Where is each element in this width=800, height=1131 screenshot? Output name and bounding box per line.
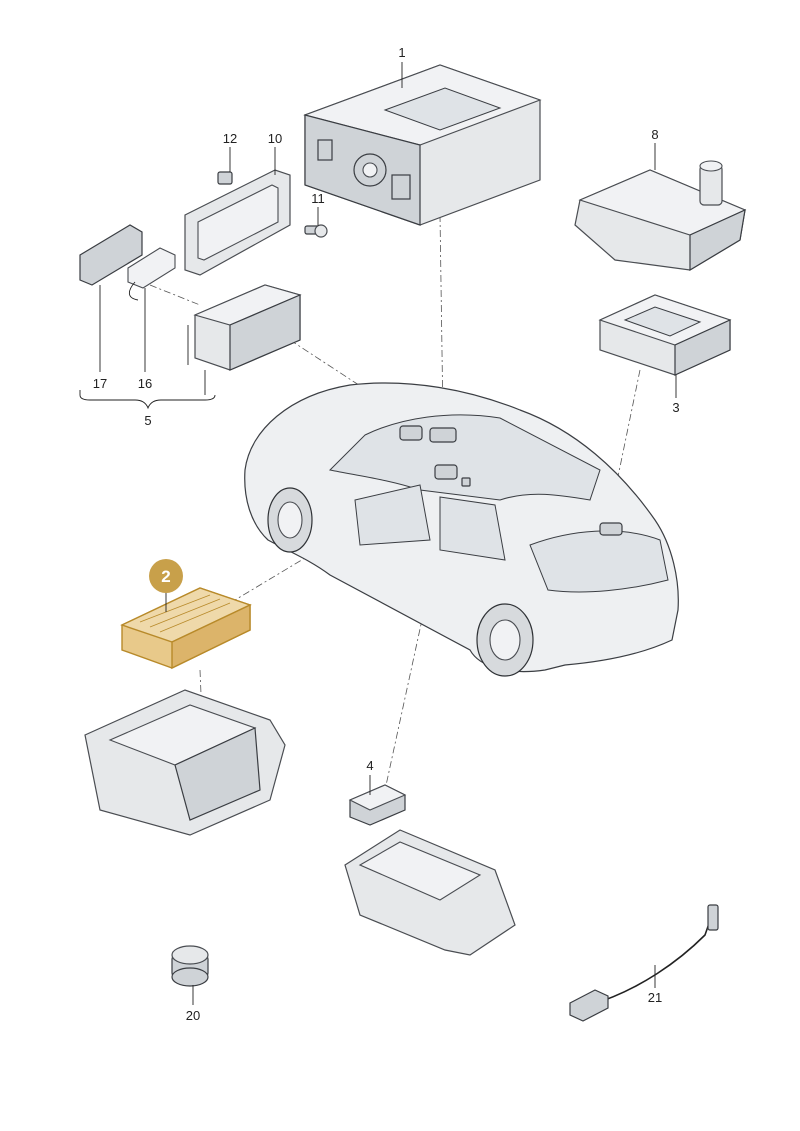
storage-tray[interactable] xyxy=(84,689,286,836)
part-8-bracket[interactable] xyxy=(574,160,747,272)
part-2-badge xyxy=(149,559,183,593)
part-8-label: 8 xyxy=(651,127,658,142)
car-body xyxy=(244,382,679,677)
part-5-box[interactable] xyxy=(187,284,302,371)
part-21-label: 21 xyxy=(648,990,662,1005)
leader-lines xyxy=(79,62,677,1005)
part-17-pad[interactable] xyxy=(79,224,143,286)
part-4-module[interactable] xyxy=(348,784,407,826)
part-1-label: 1 xyxy=(398,45,405,60)
part-5-label: 5 xyxy=(144,413,151,428)
part-16-module[interactable] xyxy=(127,247,176,301)
part-10-label: 10 xyxy=(268,131,282,146)
mount-bracket[interactable] xyxy=(344,829,516,956)
part-20-connector[interactable] xyxy=(171,945,209,987)
part-16-label: 16 xyxy=(138,376,152,391)
part-4-label: 4 xyxy=(366,758,373,773)
part-11-label: 11 xyxy=(311,191,325,206)
part-3-control-module[interactable] xyxy=(598,294,732,376)
part-3-label: 3 xyxy=(672,400,679,415)
part-21-cable[interactable] xyxy=(569,904,719,1022)
connector-lines xyxy=(149,214,641,791)
part-12-clip[interactable] xyxy=(217,171,233,185)
part-12-label: 12 xyxy=(223,131,237,146)
part-2-highlighted-unit[interactable] xyxy=(120,587,252,670)
part-20-label: 20 xyxy=(186,1008,200,1023)
part-11-screw[interactable] xyxy=(304,224,328,238)
part-1-head-unit[interactable] xyxy=(303,64,542,226)
part-2-label: 2 xyxy=(161,567,170,586)
part-10-frame[interactable] xyxy=(184,169,291,276)
part-17-label: 17 xyxy=(93,376,107,391)
